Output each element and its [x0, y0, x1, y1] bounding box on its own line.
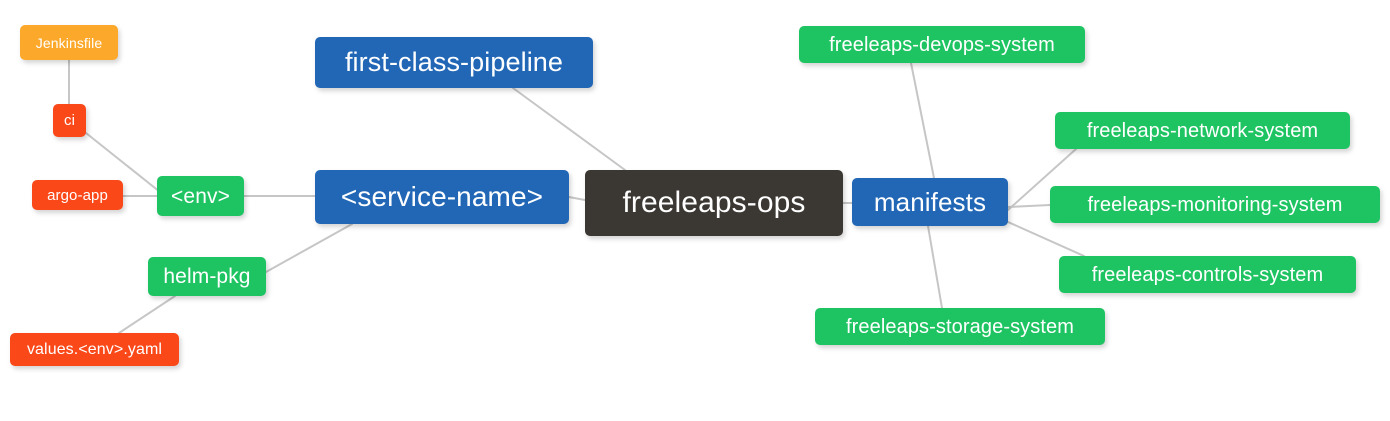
- node-service-name[interactable]: <service-name>: [315, 170, 569, 224]
- node-label-ci: ci: [63, 112, 76, 129]
- node-helm-pkg[interactable]: helm-pkg: [148, 257, 266, 296]
- node-label-service-name: <service-name>: [340, 181, 544, 212]
- node-label-freeleaps-network-system: freeleaps-network-system: [1086, 119, 1319, 142]
- node-label-helm-pkg: helm-pkg: [163, 265, 251, 288]
- node-manifests[interactable]: manifests: [852, 178, 1008, 226]
- node-label-freeleaps-devops-system: freeleaps-devops-system: [829, 33, 1055, 56]
- node-freeleaps-ops[interactable]: freeleaps-ops: [585, 170, 843, 236]
- node-label-env: <env>: [171, 184, 230, 208]
- node-label-argo-app: argo-app: [47, 186, 108, 204]
- node-freeleaps-devops-system[interactable]: freeleaps-devops-system: [799, 26, 1085, 63]
- node-freeleaps-controls-system[interactable]: freeleaps-controls-system: [1059, 256, 1356, 293]
- node-label-freeleaps-monitoring-system: freeleaps-monitoring-system: [1087, 193, 1343, 216]
- node-label-values-yaml: values.<env>.yaml: [26, 340, 163, 358]
- node-label-jenkinsfile: Jenkinsfile: [35, 34, 103, 51]
- node-env[interactable]: <env>: [157, 176, 244, 216]
- node-jenkinsfile[interactable]: Jenkinsfile: [20, 25, 118, 60]
- node-first-class-pipeline[interactable]: first-class-pipeline: [315, 37, 593, 88]
- node-label-first-class-pipeline: first-class-pipeline: [344, 47, 564, 77]
- node-freeleaps-network-system[interactable]: freeleaps-network-system: [1055, 112, 1350, 149]
- node-label-freeleaps-storage-system: freeleaps-storage-system: [845, 315, 1075, 338]
- node-ci[interactable]: ci: [53, 104, 86, 137]
- node-freeleaps-storage-system[interactable]: freeleaps-storage-system: [815, 308, 1105, 345]
- node-argo-app[interactable]: argo-app: [32, 180, 123, 210]
- node-label-freeleaps-ops: freeleaps-ops: [622, 186, 806, 219]
- node-label-manifests: manifests: [873, 187, 987, 217]
- node-values-yaml[interactable]: values.<env>.yaml: [10, 333, 179, 366]
- node-freeleaps-monitoring-system[interactable]: freeleaps-monitoring-system: [1050, 186, 1380, 223]
- node-label-freeleaps-controls-system: freeleaps-controls-system: [1091, 263, 1324, 286]
